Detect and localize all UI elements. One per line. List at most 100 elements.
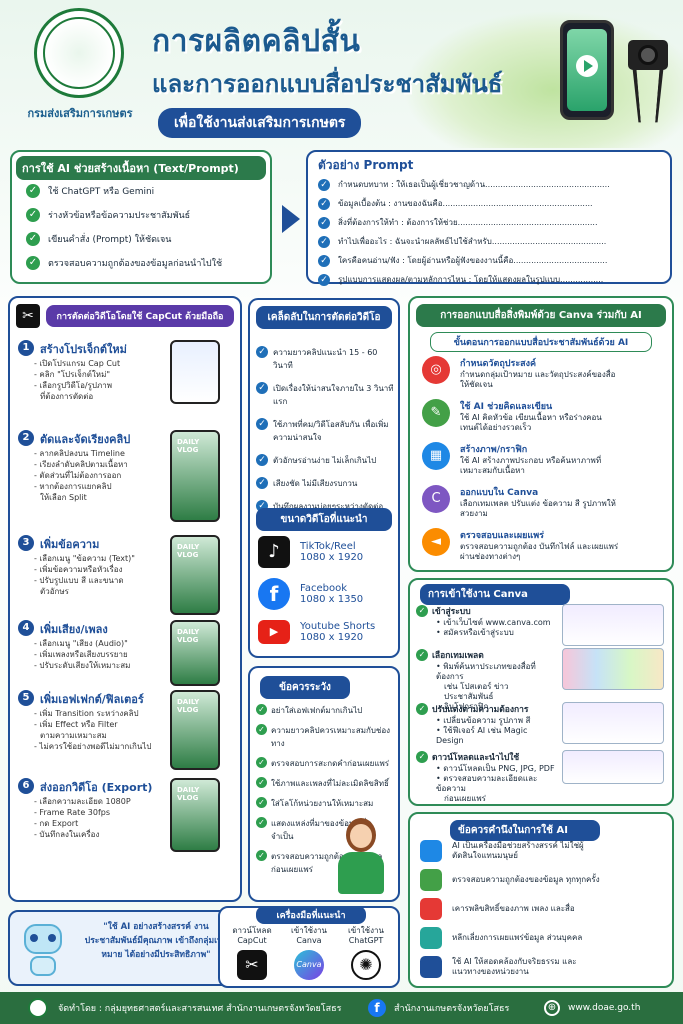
canva-use-item: • ใช้ฟีเจอร์ AI เช่น Magic Design <box>436 726 528 745</box>
step-item: - ปรับระดับเสียงให้เหมาะสม <box>34 661 131 670</box>
step-item: - เพิ่มข้อความหรือหัวเรื่อง <box>34 565 123 574</box>
tools-title: เครื่องมือที่แนะนำ <box>256 906 366 924</box>
canva-use-step-title: ปรับแต่งตามความต้องการ <box>432 705 529 715</box>
step-item: - กด Export <box>34 819 79 828</box>
check-icon: ✓ <box>26 256 40 270</box>
caution-item: แสดงแหล่งที่มาของข้อมูลเมื่อจำเป็น <box>271 819 372 841</box>
caution-item: ใช้ภาพและเพลงที่ไม่ละเมิดลิขสิทธิ์ <box>271 779 389 788</box>
footer-org: จัดทำโดย : กลุ่มยุทธศาสตร์และสารสนเทศ สำ… <box>58 1004 342 1014</box>
note-icon <box>420 869 442 891</box>
tip-item: ตัวอักษรอ่านง่าย ไม่เล็กเกินไป <box>273 456 377 465</box>
prompt-example-title: ตัวอย่าง Prompt <box>318 158 414 172</box>
canva-step: ◎กำหนดวัตถุประสงค์กำหนดกลุ่มเป้าหมาย และ… <box>422 356 666 390</box>
note-icon <box>420 927 442 949</box>
capcut-header: ✂ การตัดต่อวิดีโอโดยใช้ CapCut ด้วยมือถื… <box>16 304 234 328</box>
sizes-title: ขนาดวิดีโอที่แนะนำ <box>256 508 392 531</box>
canva-use-item: • สมัครหรือเข้าสู่ระบบ <box>436 628 514 637</box>
tools-panel: เครื่องมือที่แนะนำ ดาวน์โหลด CapCut ✂ เข… <box>218 906 400 988</box>
canva-use-item: ก่อนเผยแพร่ <box>444 794 486 803</box>
step-item: - เปิดโปรแกรม Cap Cut <box>34 359 121 368</box>
note-icon <box>420 898 442 920</box>
tip-item: ความยาวคลิปแนะนำ 15 - 60 วินาที <box>273 348 378 370</box>
tool-chatgpt[interactable]: เข้าใช้งาน ChatGPT ✺ <box>340 926 392 980</box>
ai-notes-panel: ข้อควรคำนึงในการใช้ AI <box>408 812 674 988</box>
youtube-icon: ▶ <box>258 620 290 644</box>
caution-item: ตรวจสอบการสะกดคำก่อนเผยแพร่ <box>271 759 390 768</box>
caution-item: ใส่โลโก้หน่วยงานให้เหมาะสม <box>271 799 374 808</box>
step-title: เพิ่มเสียง/เพลง <box>40 623 108 636</box>
thumb-label: DAILY VLOG <box>177 628 200 644</box>
step-screenshot: DAILY VLOG <box>170 430 220 522</box>
department-logo-small <box>28 998 48 1018</box>
canva-use-item: เช่น โปสเตอร์ ข่าวประชาสัมพันธ์ <box>444 682 509 701</box>
step-title: ส่งออกวิดีโอ (Export) <box>40 781 153 794</box>
footer-website[interactable]: www.doae.go.th <box>568 1003 641 1013</box>
canva-step-desc: เลือกเทมเพลต ปรับแต่ง ข้อความ สี รูปภาพใ… <box>460 499 616 518</box>
step-item: - เพิ่ม Effect หรือ Filter <box>34 720 118 729</box>
canva-icon: Canva <box>294 950 324 980</box>
size-name: Facebook <box>300 583 347 594</box>
step-number: 2 <box>18 430 34 446</box>
canva-step-title: สร้างภาพ/กราฟิก <box>460 445 528 455</box>
check-icon: ✓ <box>26 232 40 246</box>
facebook-icon[interactable]: f <box>368 999 386 1017</box>
robot-icon <box>18 922 68 978</box>
step-item: - เลือกรูปวิดีโอ/รูปภาพ <box>34 381 112 390</box>
canva-use-item: • ตรวจสอบความละเอียดและข้อความ <box>436 774 538 793</box>
size-value: 1080 x 1350 <box>300 594 364 605</box>
tool-label: เข้าใช้งาน ChatGPT <box>348 926 384 945</box>
tip-item: ใช้ภาพที่คม/วิดีโอสลับกัน เพื่อเพิ่มความ… <box>273 420 389 442</box>
cautions-panel: ข้อควรระวัง ✓อย่าใส่เอฟเฟกต์มากเกินไป ✓ค… <box>248 666 400 902</box>
ai-note-item: เคารพลิขสิทธิ์ของภาพ เพลง และสื่อ <box>420 898 630 920</box>
ai-note-text: หลีกเลี่ยงการเผยแพร่ข้อมูล ส่วนบุคคล <box>452 933 583 942</box>
check-icon: ✓ <box>318 197 330 210</box>
step-item: - บันทึกลงในเครื่อง <box>34 830 100 839</box>
department-name: กรมส่งเสริมการเกษตร <box>27 107 133 120</box>
canva-step: ✎ใช้ AI ช่วยคิดและเขียนใช้ AI คิดหัวข้อ … <box>422 399 666 433</box>
canva-step-title: ตรวจสอบและเผยแพร่ <box>460 531 544 541</box>
step-item: - หากต้องการแยกคลิป <box>34 482 112 491</box>
canva-use-item: • ดาวน์โหลดเป็น PNG, JPG, PDF <box>436 764 555 773</box>
canva-use-item: • พิมพ์ค้นหาประเภทของสื่อที่ต้องการ <box>436 662 536 681</box>
tool-label: เข้าใช้งาน Canva <box>291 926 327 945</box>
step-number: 5 <box>18 690 34 706</box>
check-icon: ✓ <box>416 605 428 617</box>
ai-note-item: ตรวจสอบความถูกต้องของข้อมูล ทุกทุกครั้ง <box>420 869 630 891</box>
check-icon: ✓ <box>256 777 267 788</box>
ai-note-text: AI เป็นเครื่องมือช่วยสร้างสรรค์ ไม่ใช่ผู… <box>452 841 584 860</box>
step-item: - ตัดส่วนที่ไม่ต้องการออก <box>34 471 122 480</box>
arrow-right-icon <box>282 205 300 233</box>
ai-note-text: ใช้ AI ให้สอดคล้องกับจริยธรรม และแนวทางข… <box>452 957 577 976</box>
globe-icon: ⊕ <box>544 1000 560 1016</box>
step-icon: ◄ <box>422 528 450 556</box>
canva-step: ▦สร้างภาพ/กราฟิกใช้ AI สร้างภาพประกอบ หร… <box>422 442 666 476</box>
prompt-line: รูปแบบการแสดงผล/ตามหลักการไหน : โดยให้แส… <box>338 275 604 284</box>
canva-step-desc: ตรวจสอบความถูกต้อง บันทึกไฟล์ และเผยแพร่… <box>460 542 619 561</box>
step-item: - เลือกเมนู "ข้อความ (Text)" <box>34 554 135 563</box>
canva-use-item: • เข้าเว็บไซต์ www.canva.com <box>436 618 551 627</box>
quote-panel: "ใช้ AI อย่างสร้างสรรค์ งานประชาสัมพันธ์… <box>8 910 240 986</box>
check-icon: ✓ <box>256 817 267 828</box>
check-icon: ✓ <box>318 235 330 248</box>
check-icon: ✓ <box>256 346 268 358</box>
step-item: - เพิ่มเพลงหรือเสียงบรรยาย <box>34 650 128 659</box>
step-screenshot: DAILY VLOG <box>170 535 220 615</box>
leaf-decoration <box>403 10 683 148</box>
ai-item: เขียนคำสั่ง (Prompt) ให้ชัดเจน <box>48 235 172 245</box>
tool-canva[interactable]: เข้าใช้งาน Canva Canva <box>283 926 335 980</box>
canva-use-step: ✓เข้าสู่ระบบ• เข้าเว็บไซต์ www.canva.com… <box>416 604 556 638</box>
facebook-icon: f <box>258 578 290 610</box>
footer-facebook[interactable]: สำนักงานเกษตรจังหวัดยโสธร <box>394 1004 510 1014</box>
canva-design-subtitle: ขั้นตอนการออกแบบสื่อประชาสัมพันธ์ด้วย AI <box>430 332 652 352</box>
capcut-icon: ✂ <box>237 950 267 980</box>
canva-use-step-title: เลือกเทมเพลต <box>432 651 484 661</box>
step-screenshot <box>170 340 220 404</box>
canva-screenshot <box>562 604 664 646</box>
step-icon: ◎ <box>422 356 450 384</box>
check-icon: ✓ <box>256 477 268 489</box>
tool-capcut[interactable]: ดาวน์โหลด CapCut ✂ <box>226 926 278 980</box>
